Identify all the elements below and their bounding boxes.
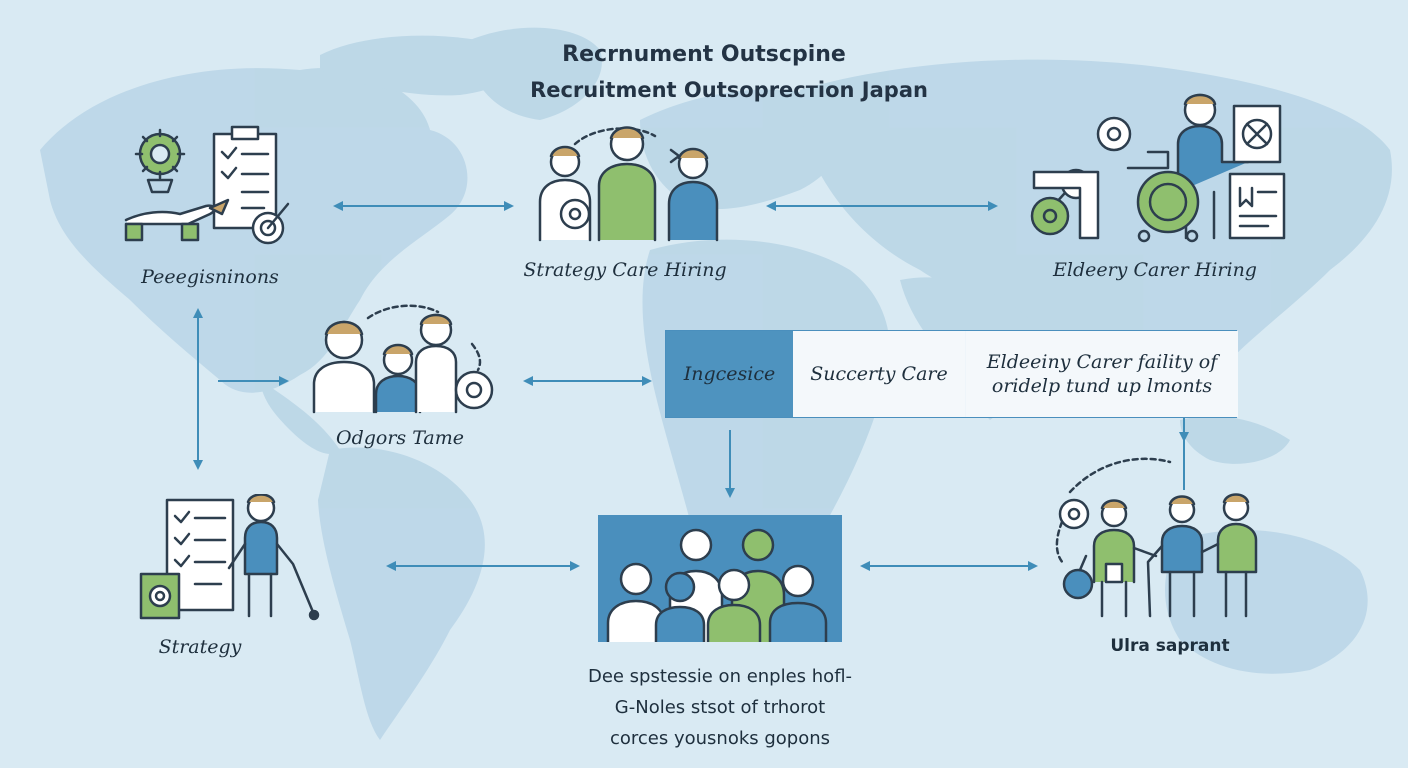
dial-icon — [1030, 196, 1070, 236]
caption-line1: Dee spstessie on enples hofl- — [587, 666, 853, 687]
handshake-icon — [124, 204, 216, 242]
info-box-col2-line2: oridelp tund up lmonts — [991, 375, 1213, 397]
walking-cane-icon — [275, 542, 320, 621]
person-caregiver — [1176, 93, 1250, 240]
person-child — [374, 343, 422, 414]
elderly-care-illustration — [1030, 93, 1286, 243]
node-label-top-center: Strategy Care Hiring — [523, 259, 727, 281]
people-group-icon — [606, 528, 828, 642]
info-box-tab: Ingcesice — [666, 331, 793, 417]
strategy-illustration — [139, 494, 320, 621]
gear-icon — [1096, 116, 1132, 152]
node-label-mid-left: Odgors Tame — [336, 427, 464, 449]
person-green — [1092, 499, 1158, 618]
document-icon — [1228, 172, 1286, 240]
caption: Dee spstessie on enples hofl- G-Noles st… — [520, 661, 920, 754]
cup-icon — [146, 178, 174, 194]
bed-icon — [1032, 170, 1100, 240]
person-doctor — [414, 313, 458, 414]
gear-icon — [1058, 498, 1090, 530]
dashed-cycle-arrow — [573, 127, 657, 146]
node-label-top-right: Eldeery Carer Hiring — [1053, 259, 1257, 281]
person-right — [1200, 493, 1258, 618]
caption-line2: G-Noles stsot of trhorot — [614, 697, 826, 718]
target-icon — [251, 202, 290, 245]
dashed-cycle-arrow — [1068, 457, 1172, 494]
node-label-bottom-left: Strategy — [158, 636, 242, 658]
caption-line3: corces yousnoks gopons — [609, 728, 831, 749]
person-right — [667, 147, 719, 242]
pencil-icon — [208, 198, 230, 216]
document-icon — [1104, 562, 1124, 584]
info-box-col2: Eldeeiny Carer faility of oridelp tund u… — [966, 331, 1238, 417]
planning-illustration — [124, 125, 290, 245]
diagram-subtitle: Recruitment Outsopreстion Japan — [530, 78, 928, 102]
handle-icon — [1126, 150, 1170, 170]
node-label-top-left: Peeegisninons — [141, 266, 279, 288]
gear-icon — [559, 198, 591, 230]
person-walking — [227, 494, 279, 618]
diagram-title: Recrnument Outscpine — [562, 42, 846, 67]
gear-icon — [134, 128, 186, 180]
dashed-arrow-head — [669, 148, 681, 164]
dashed-cycle-arrow — [366, 304, 440, 320]
caregivers-illustration — [1055, 457, 1258, 618]
info-box: Ingcesice Succerty Care Eldeeiny Carer f… — [665, 330, 1238, 418]
family-illustration — [312, 304, 494, 414]
wheelchair-icon — [1136, 170, 1200, 243]
info-box-col2-line1: Eldeeiny Carer faility of — [986, 351, 1218, 373]
document-icon — [1232, 104, 1282, 164]
gear-icon — [454, 370, 494, 410]
info-box-col1: Succerty Care — [793, 331, 965, 417]
gear-icon — [139, 572, 181, 620]
team-illustration — [538, 126, 719, 242]
person-blue — [1146, 495, 1204, 618]
node-label-bottom-right: Ulra saprant — [1110, 636, 1230, 656]
person-adult — [312, 320, 376, 414]
person-center — [597, 126, 657, 242]
magnifier-icon — [1062, 554, 1094, 600]
